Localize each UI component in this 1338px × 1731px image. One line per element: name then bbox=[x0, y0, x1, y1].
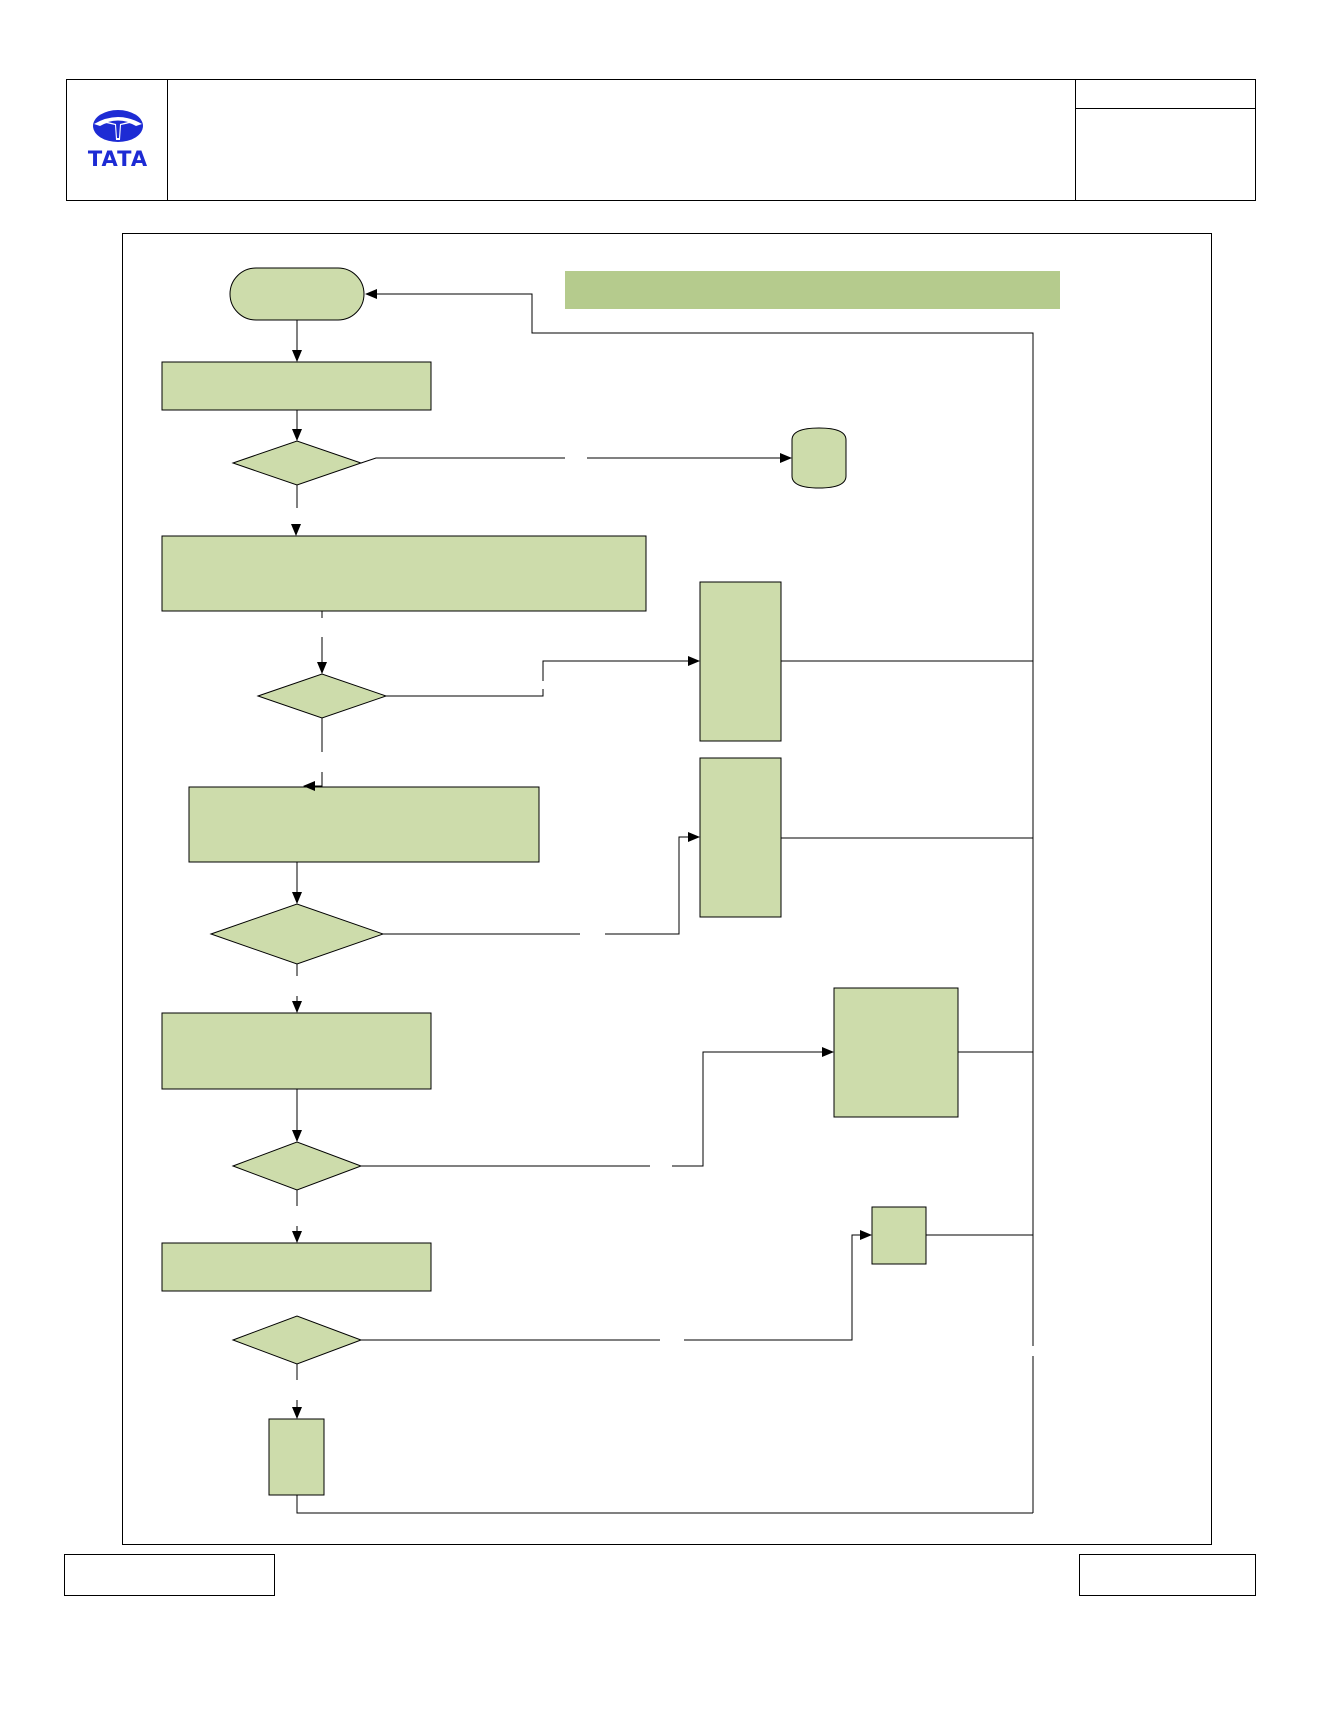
side-box2 bbox=[699, 757, 782, 918]
footer-right-cell bbox=[1079, 1554, 1256, 1596]
decision3-diamond bbox=[209, 903, 385, 965]
tata-logo: TATA bbox=[86, 106, 150, 172]
step1-box bbox=[161, 361, 432, 411]
decision2-diamond bbox=[256, 673, 388, 719]
connector-decision1-step2 bbox=[296, 485, 297, 535]
start-terminator bbox=[229, 267, 365, 321]
connector-decision4-sidebox3 bbox=[361, 1052, 833, 1167]
final-step-box bbox=[268, 1418, 325, 1496]
step2-box bbox=[161, 535, 647, 612]
header-right-top-cell bbox=[1075, 79, 1256, 109]
return-sidebox3 bbox=[958, 1051, 1034, 1062]
connector-decision5-sidebox4 bbox=[361, 1235, 871, 1341]
step4-box bbox=[161, 1012, 432, 1090]
tata-logo-emblem-icon bbox=[93, 110, 143, 142]
flowchart-frame bbox=[122, 233, 1212, 1545]
decision4-diamond bbox=[231, 1141, 363, 1191]
step3-box bbox=[188, 786, 540, 863]
footer-left-cell bbox=[64, 1554, 275, 1596]
end-connector-cylinder bbox=[791, 427, 847, 489]
header-logo-cell bbox=[66, 79, 168, 201]
step5-box bbox=[161, 1242, 432, 1292]
connector-decision2-step3 bbox=[304, 718, 323, 786]
return-bus bbox=[366, 294, 1034, 1513]
connector-step2-decision2 bbox=[297, 610, 322, 673]
decision1-diamond bbox=[231, 440, 363, 486]
connector-decision2-sidebox1 bbox=[386, 661, 699, 697]
side-box3 bbox=[833, 987, 959, 1118]
title-banner bbox=[565, 271, 1060, 309]
return-final-step bbox=[296, 1495, 1033, 1514]
side-box4 bbox=[871, 1206, 927, 1265]
connector-decision3-sidebox2 bbox=[383, 837, 699, 935]
connector-decision1-end bbox=[360, 458, 791, 463]
side-box1 bbox=[699, 581, 782, 742]
tata-logo-wordmark: TATA bbox=[87, 147, 149, 171]
decision5-diamond bbox=[231, 1315, 363, 1365]
